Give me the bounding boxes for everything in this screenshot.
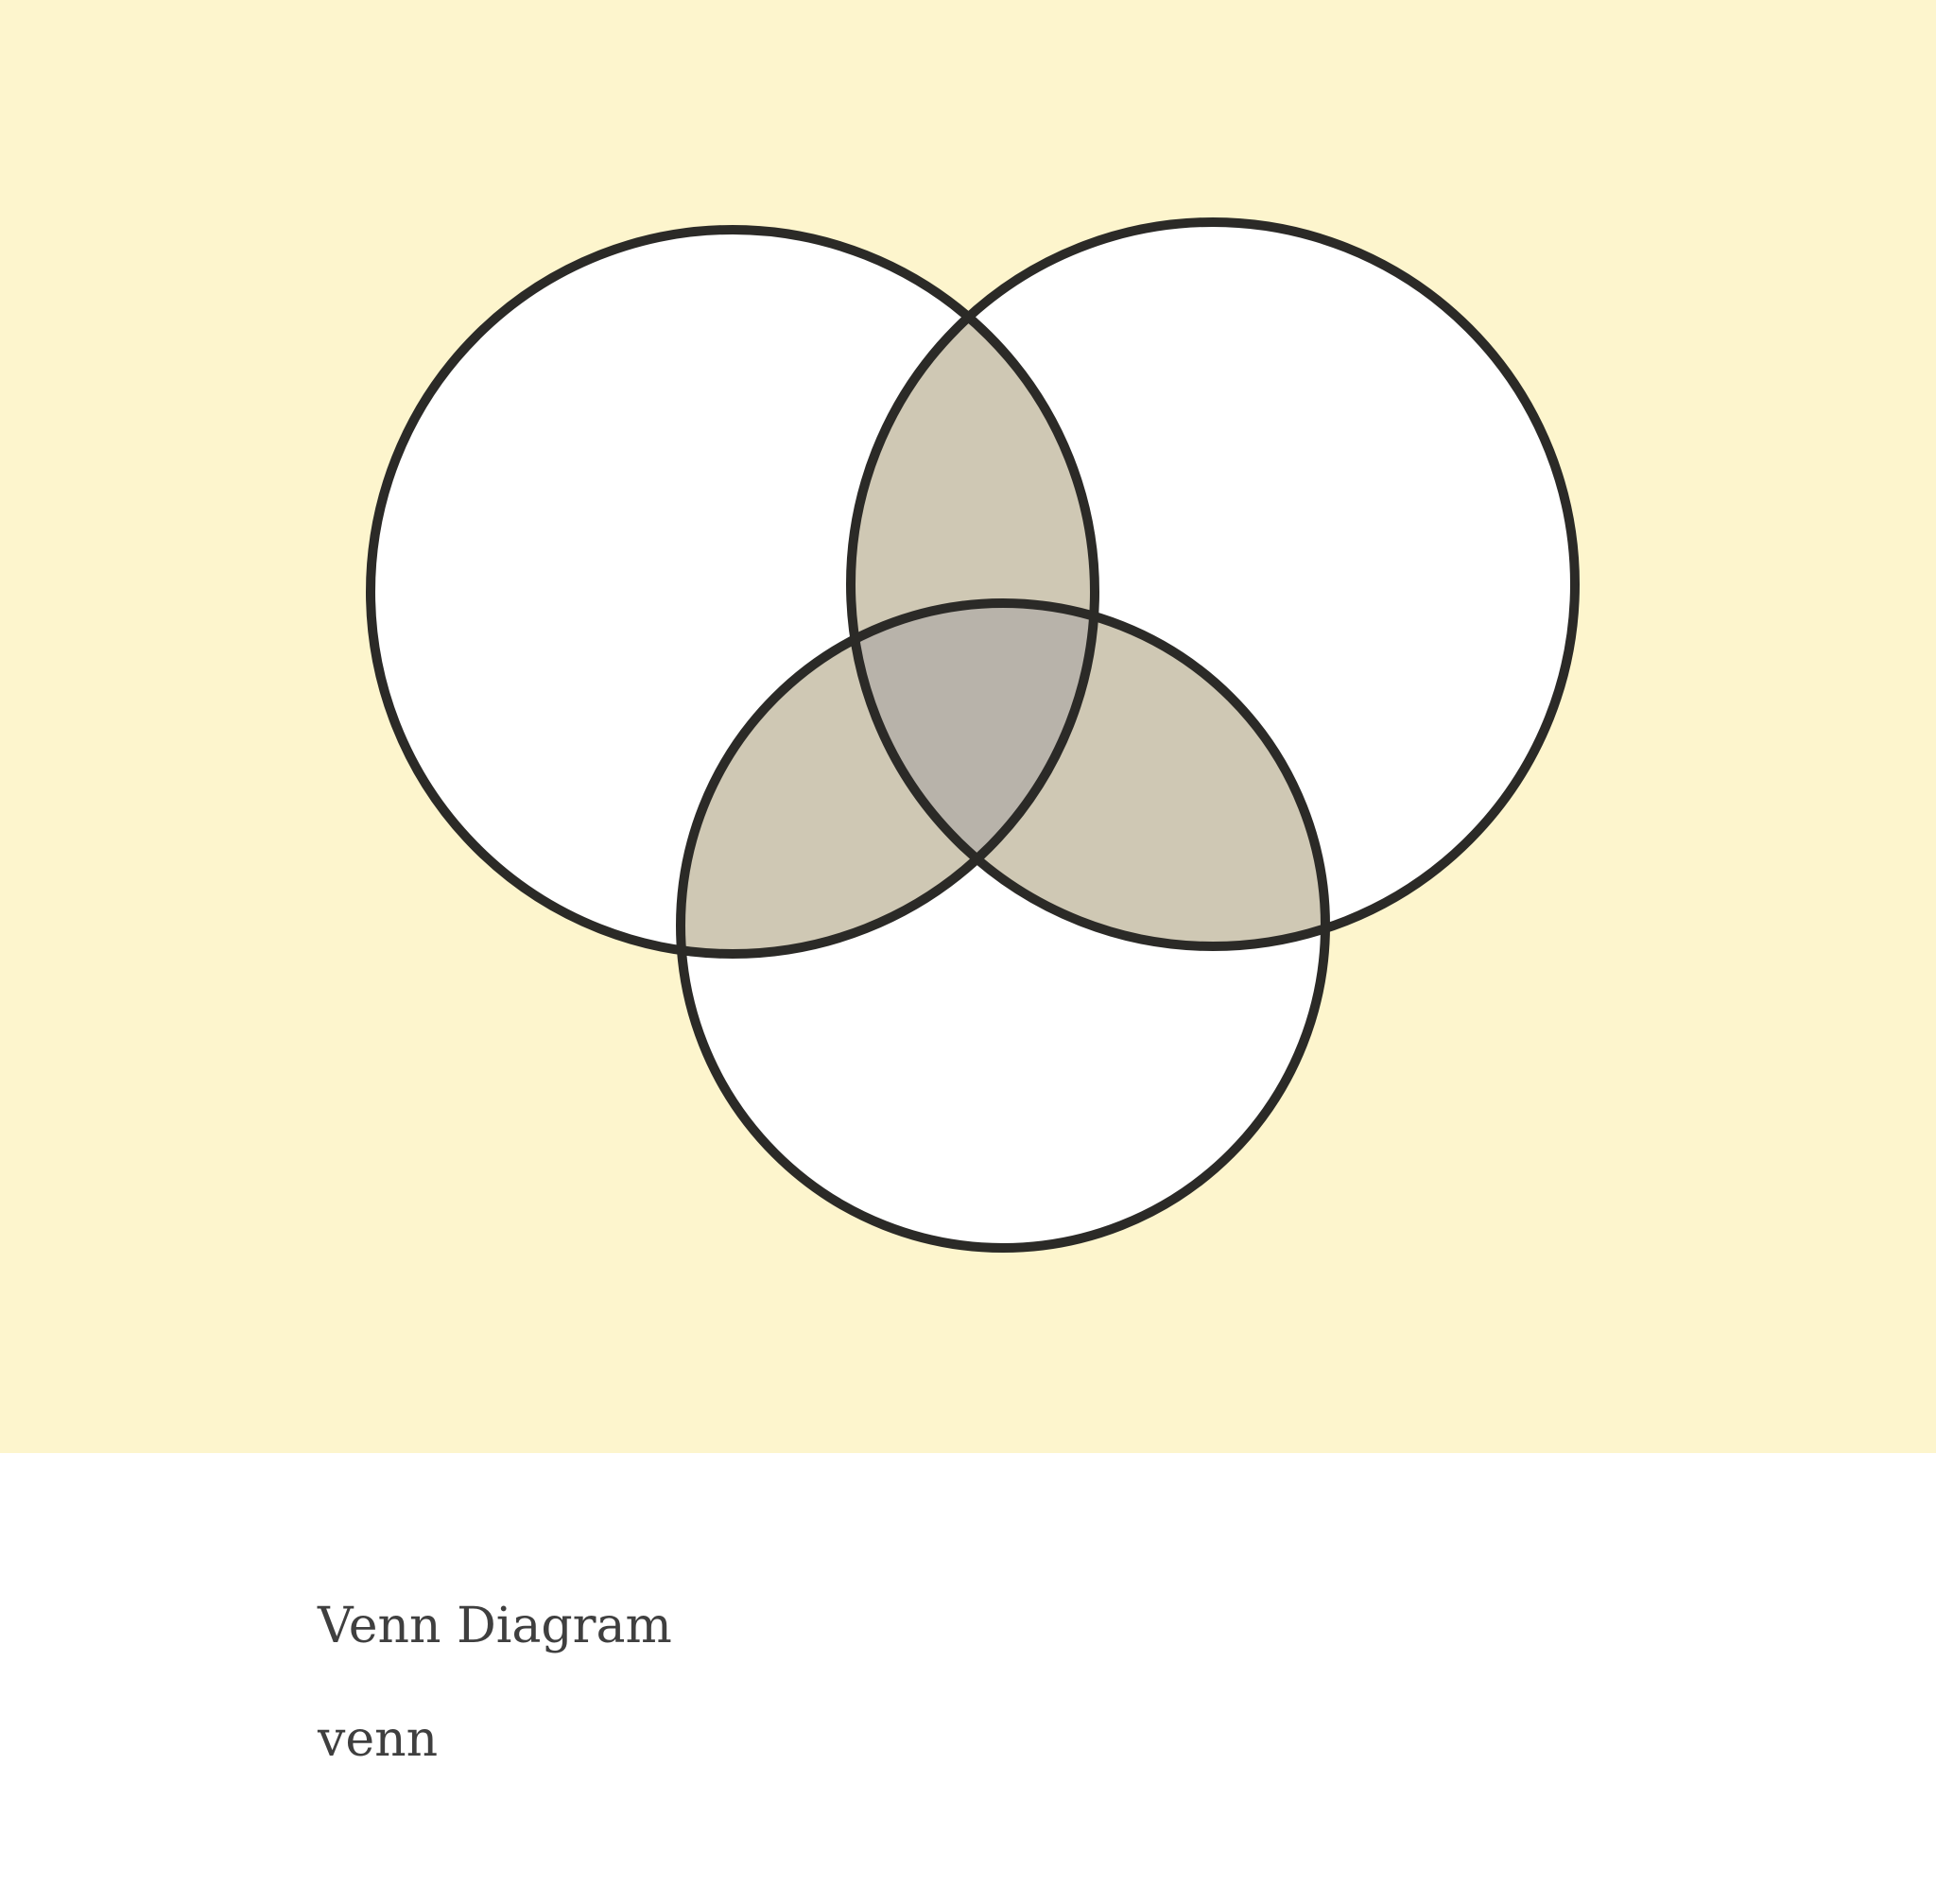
- diagram-title: Venn Diagram: [318, 1598, 672, 1654]
- circle-bottom-outline: [676, 598, 1330, 1253]
- venn-diagram: [366, 217, 1580, 1253]
- caption-area: Venn Diagram venn: [318, 1588, 1641, 1777]
- diagram-canvas: [0, 0, 1936, 1453]
- circle-left-outline: [366, 225, 1099, 959]
- diagram-subtitle: venn: [318, 1711, 439, 1768]
- circle-right-outline: [846, 217, 1580, 951]
